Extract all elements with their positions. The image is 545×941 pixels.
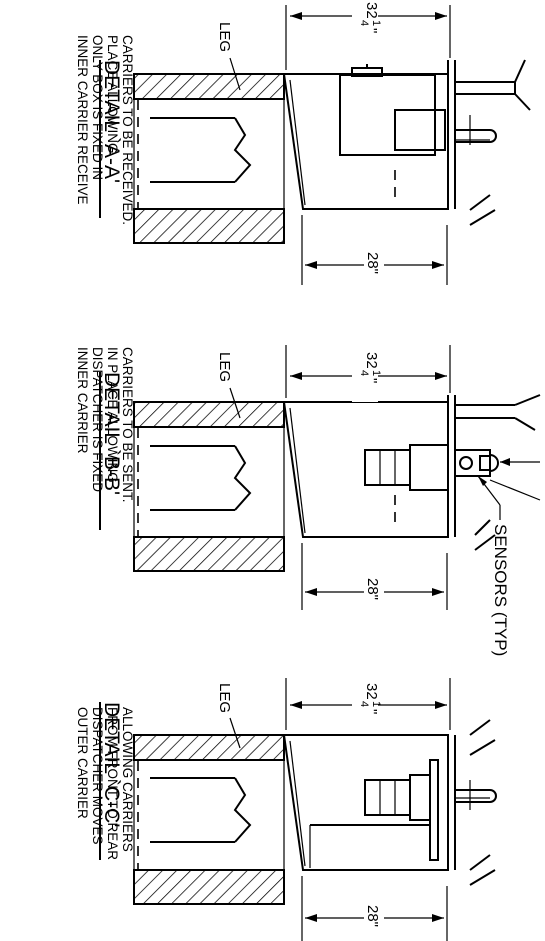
dispatcher	[364, 779, 411, 816]
receive-box	[339, 74, 436, 156]
sensors-callout: SENSORS (TYP)	[491, 524, 510, 656]
dim-top-num: 1	[370, 20, 382, 26]
note-line: CARRIERS TO BE RECEIVED.	[120, 35, 135, 225]
wall-bottom	[133, 208, 285, 244]
wall-top	[133, 401, 285, 428]
detail-a-a: DETAIL `A-A' INNER CARRIER RECEIVE ONLY …	[75, 0, 531, 285]
detail-title: DETAIL `B-B'	[100, 372, 123, 495]
leg-label: LEG	[216, 683, 233, 713]
note-line: DISPATCHER IS FIXED	[90, 347, 105, 492]
note-line: DISPATCHER MOVES	[90, 707, 105, 845]
note-line: IN PLACE ALLOWING	[105, 347, 120, 483]
detail-c-c: DETAIL `C-C' OUTER CARRIER DISPATCHER MO…	[75, 678, 497, 941]
wall-bottom	[133, 536, 285, 572]
dim-bottom: 28"	[364, 578, 381, 600]
note-line: ONLY BOX IS FIXED IN	[90, 35, 105, 180]
note-line: OUTER CARRIER	[75, 707, 90, 819]
note-line: ALLOWING CARRIERS	[120, 707, 135, 852]
leg-label: LEG	[216, 352, 233, 382]
rail	[429, 759, 439, 861]
detail-title: DETAIL `C-C'	[100, 702, 123, 827]
note-line: PLACE ALLOWING	[105, 35, 120, 154]
note-line: INNER CARRIER	[75, 347, 90, 454]
wall-top	[133, 734, 285, 761]
dim-top-den: 4	[358, 370, 370, 376]
dim-bottom: 28"	[364, 905, 381, 927]
note-line: INNER CARRIER RECEIVE	[75, 35, 90, 205]
note-line: FROM FRONT TO REAR	[105, 707, 120, 860]
leg-label: LEG	[216, 22, 233, 52]
wall-bottom	[133, 869, 285, 905]
dim-top-num: 1	[370, 701, 382, 707]
dispatcher	[364, 449, 411, 486]
dim-top-whole: 32	[363, 683, 380, 700]
dim-top-unit: "	[363, 28, 380, 33]
dim-top-whole: 32	[363, 2, 380, 19]
dim-top-whole: 32	[363, 352, 380, 369]
dim-top-den: 4	[358, 701, 370, 707]
dim-top-den: 4	[358, 20, 370, 26]
dim-top-unit: "	[363, 709, 380, 714]
detail-title: DETAIL `A-A'	[100, 60, 123, 183]
dim-top-unit: "	[363, 378, 380, 383]
wall-top	[133, 73, 285, 100]
detail-b-b: DETAIL `B-B' INNER CARRIER DISPATCHER IS…	[75, 345, 541, 656]
dim-top-num: 1	[370, 370, 382, 376]
dim-bottom: 28"	[364, 252, 381, 274]
note-line: CARRIERS TO BE SENT.	[120, 347, 135, 503]
